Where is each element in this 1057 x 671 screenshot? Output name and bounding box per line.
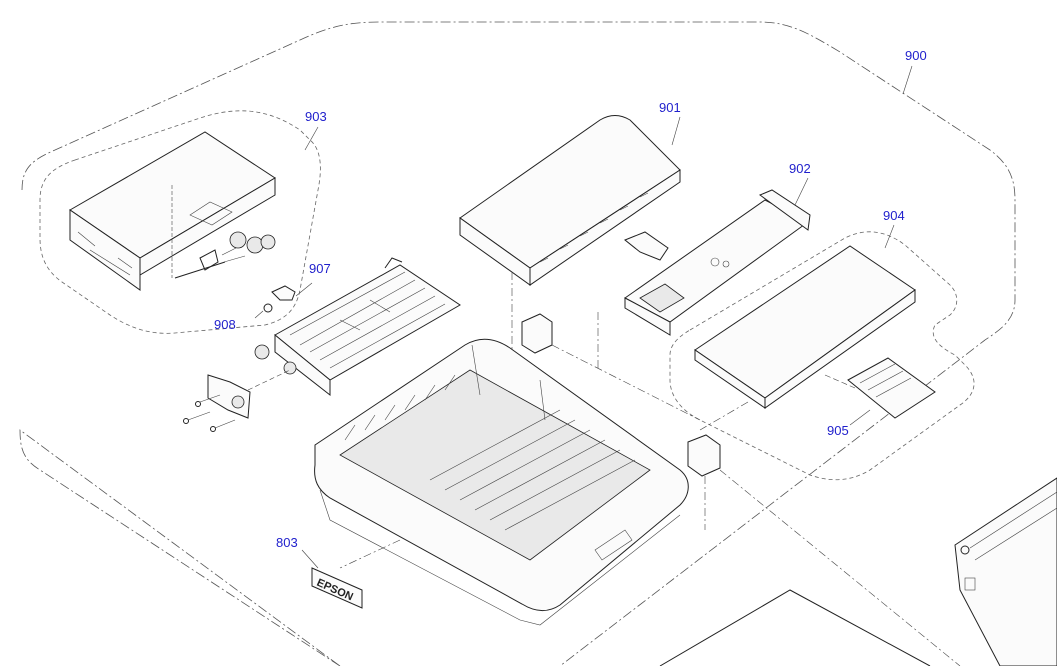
- part-904-tray-cover: [694, 245, 916, 431]
- part-side-bracket: [183, 369, 291, 432]
- callout-907: 907: [309, 261, 331, 276]
- part-printer-body-partial: [954, 477, 1057, 667]
- callout-902: 902: [789, 161, 811, 176]
- callout-901: 901: [659, 100, 681, 115]
- part-frame-assembly: [254, 257, 461, 397]
- part-907-clip: [271, 282, 313, 301]
- group-boundary-900: [19, 21, 1016, 667]
- part-base-tray: [314, 338, 689, 626]
- callout-leaders: [301, 65, 913, 569]
- part-902-paper-support: [597, 189, 811, 370]
- callout-903: 903: [305, 109, 327, 124]
- part-connector-left: [521, 313, 701, 421]
- part-connector-right: [687, 434, 961, 667]
- part-lower-frame-partial: [659, 589, 931, 667]
- callout-908: 908: [214, 317, 236, 332]
- part-903-cover-assembly: [69, 131, 276, 291]
- part-908-ring: [254, 303, 273, 319]
- callout-900: 900: [905, 48, 927, 63]
- callout-905: 905: [827, 423, 849, 438]
- callout-803: 803: [276, 535, 298, 550]
- group-boundary-904: [669, 231, 975, 481]
- part-905-flap: [824, 357, 936, 419]
- group-boundary-903: [39, 110, 321, 334]
- callout-904: 904: [883, 208, 905, 223]
- part-901-top-cover: [459, 115, 681, 360]
- part-803-logo-plate: EPSON: [311, 567, 363, 609]
